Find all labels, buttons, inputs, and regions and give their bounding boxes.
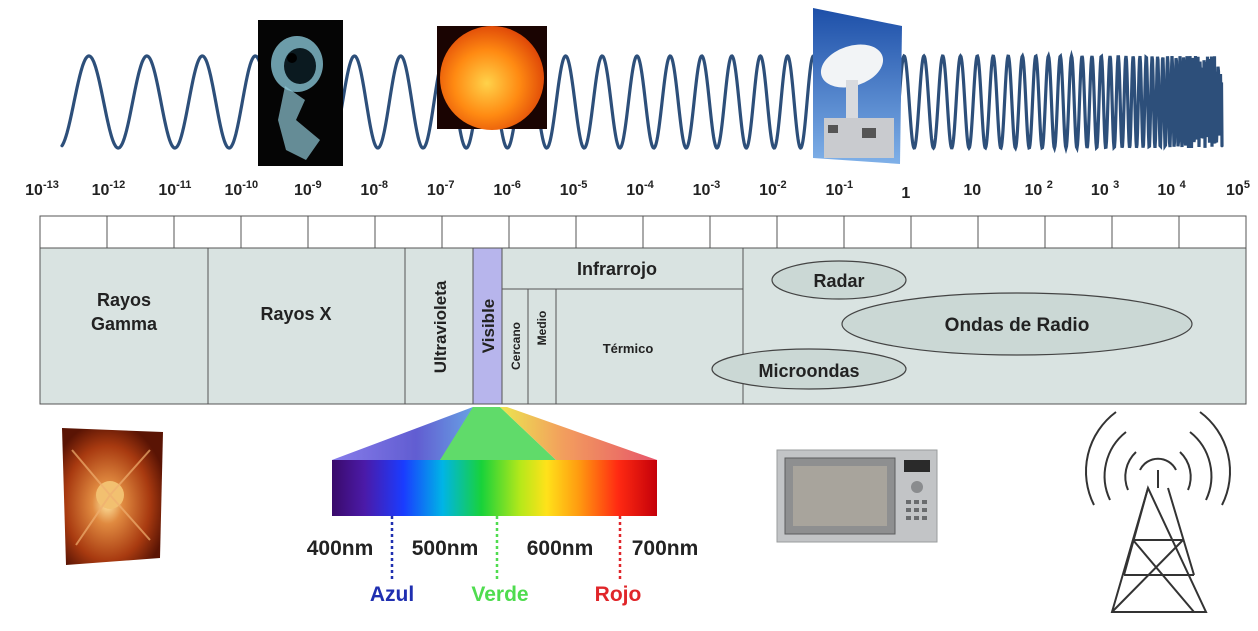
tick-label: 10-10: [224, 179, 258, 199]
xray-label: Rayos X: [260, 304, 331, 324]
tick-label: 10-12: [92, 179, 126, 199]
fan-left: [332, 407, 500, 460]
tick-label: 10-11: [158, 179, 191, 199]
red-label: Rojo: [595, 583, 642, 606]
gamma-label-2: Gamma: [91, 314, 158, 334]
fan-right: [500, 407, 657, 460]
wl-600-label: 600nm: [527, 537, 594, 560]
radio-tower-icon: [1084, 411, 1232, 613]
tick-label: 10 4: [1157, 179, 1186, 199]
tick-label: 10-6: [493, 179, 521, 199]
wl-400-label: 400nm: [307, 537, 374, 560]
tick-label: 10-8: [360, 179, 388, 199]
tick-label: 10-7: [427, 179, 455, 199]
tick-label: 10-5: [560, 179, 588, 199]
tick-label: 10: [963, 182, 981, 199]
tick-label: 10-3: [693, 179, 721, 199]
gamma-label-1: Rayos: [97, 290, 151, 310]
scale-ruler: [106, 216, 1180, 248]
radio-label: Ondas de Radio: [945, 315, 1090, 336]
ir-mid-label: Medio: [535, 311, 549, 346]
uv-label: Ultravioleta: [431, 280, 450, 373]
radar-label: Radar: [813, 271, 864, 291]
tick-label: 10-4: [626, 179, 654, 199]
ir-thermal-label: Térmico: [603, 341, 654, 356]
microwave-label: Microondas: [758, 361, 859, 381]
green-label: Verde: [471, 583, 528, 606]
wave-line: [60, 49, 1224, 154]
skull-xray-photo-icon: [258, 20, 343, 166]
blue-label: Azul: [370, 583, 414, 606]
microwave-oven-icon: [776, 449, 938, 543]
wl-500-label: 500nm: [412, 537, 479, 560]
tick-label: 10-1: [826, 179, 854, 199]
tick-label: 1: [901, 185, 910, 202]
radar-ellipse: [771, 260, 907, 300]
infrared-label: Infrarrojo: [577, 259, 657, 279]
tick-label: 10-2: [759, 179, 787, 199]
tick-label: 10 3: [1091, 179, 1119, 199]
tick-label: 10 2: [1024, 179, 1052, 199]
gamma-burst-photo-icon: [62, 428, 163, 565]
tick-label: 10-9: [294, 179, 322, 199]
radio-telescope-photo-icon: [813, 8, 902, 164]
wl-700-label: 700nm: [632, 537, 699, 560]
radio-ellipse: [841, 292, 1193, 356]
tick-label: 105: [1226, 179, 1250, 199]
microwave-ellipse: [711, 348, 907, 390]
fan-center: [440, 407, 556, 460]
visible-band: [472, 247, 503, 405]
ir-near-label: Cercano: [509, 322, 523, 370]
visible-spectrum-bar: [332, 460, 657, 516]
visible-label: Visible: [479, 299, 498, 354]
tick-label: 10-13: [25, 179, 59, 199]
sun-photo-icon: [437, 26, 547, 130]
